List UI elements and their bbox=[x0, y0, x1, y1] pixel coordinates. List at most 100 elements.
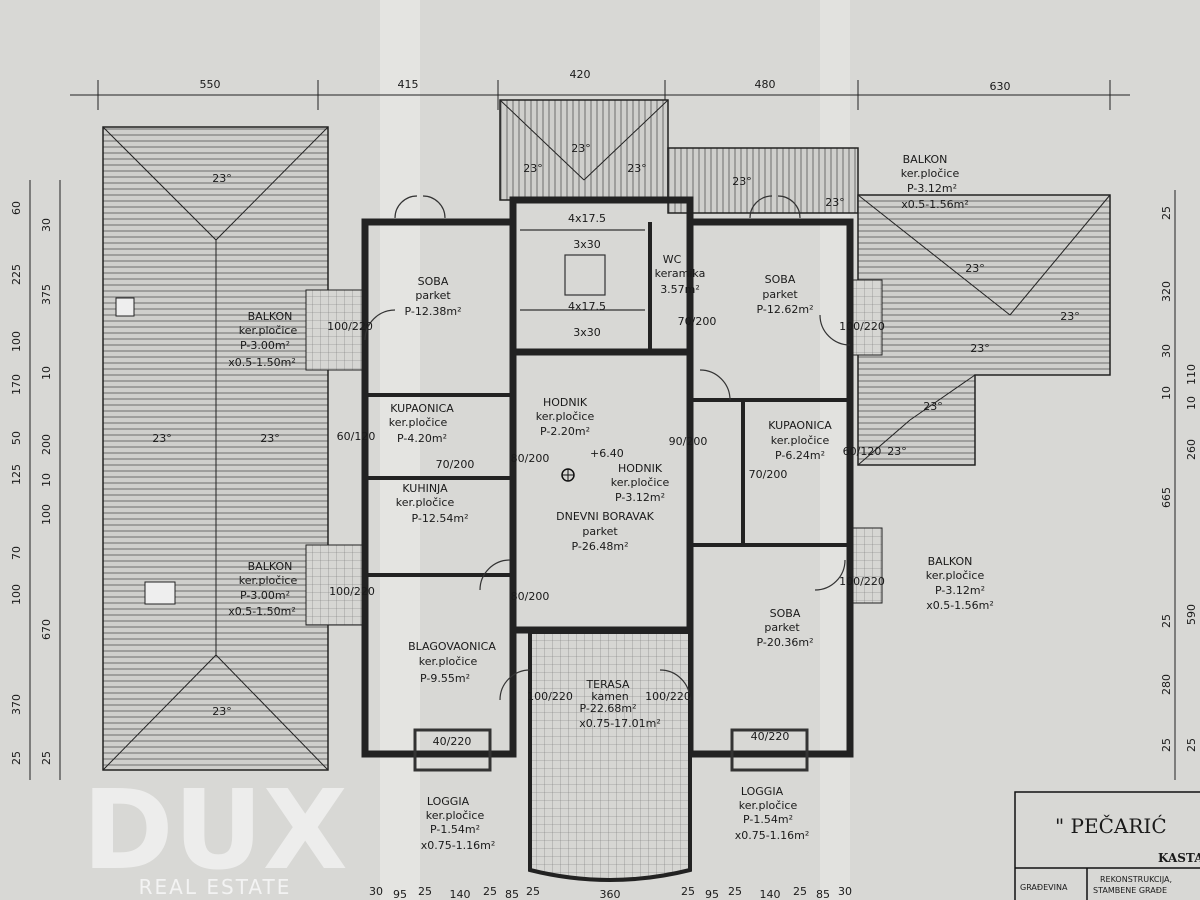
svg-text:25: 25 bbox=[1185, 738, 1198, 752]
svg-text:x0.5-1.50m²: x0.5-1.50m² bbox=[228, 356, 296, 369]
svg-text:ker.pločice: ker.pločice bbox=[926, 569, 985, 582]
svg-text:x0.75-1.16m²: x0.75-1.16m² bbox=[735, 829, 810, 842]
roof-right bbox=[857, 194, 1111, 466]
svg-text:x0.5-1.56m²: x0.5-1.56m² bbox=[926, 599, 994, 612]
svg-text:23°: 23° bbox=[523, 162, 543, 175]
svg-text:3x30: 3x30 bbox=[573, 326, 601, 339]
balkon-left-bottom-floor bbox=[305, 544, 363, 626]
svg-text:25: 25 bbox=[1160, 206, 1173, 220]
svg-text:SOBA: SOBA bbox=[765, 273, 796, 286]
stair-labels: 4x17.5 3x30 4x17.5 3x30 bbox=[568, 212, 606, 339]
title-text: " PEČARIĆ bbox=[1055, 813, 1167, 838]
room-dnevni-boravak: DNEVNI BORAVAK parket P-26.48m² bbox=[556, 510, 655, 553]
svg-text:23°: 23° bbox=[212, 705, 232, 718]
balkon-right-top-floor bbox=[851, 279, 883, 356]
svg-text:P-1.54m²: P-1.54m² bbox=[430, 823, 480, 836]
roof-top-middle bbox=[499, 99, 669, 201]
room-soba-big: SOBA parket P-20.36m² bbox=[757, 607, 814, 649]
svg-text:x0.75-1.16m²: x0.75-1.16m² bbox=[421, 839, 496, 852]
svg-text:360: 360 bbox=[600, 888, 621, 900]
dimension: 480 bbox=[755, 78, 776, 91]
svg-text:30: 30 bbox=[838, 885, 852, 898]
svg-text:200: 200 bbox=[40, 434, 53, 455]
svg-text:23°: 23° bbox=[627, 162, 647, 175]
svg-text:25: 25 bbox=[728, 885, 742, 898]
svg-text:70/200: 70/200 bbox=[678, 315, 717, 328]
top-dimension-line: 550 415 420 480 630 bbox=[70, 68, 1130, 110]
room-loggia-left: LOGGIA ker.pločice P-1.54m² x0.75-1.16m² bbox=[421, 795, 496, 852]
svg-text:LOGGIA: LOGGIA bbox=[741, 785, 784, 798]
svg-text:23°: 23° bbox=[965, 262, 985, 275]
door-swings bbox=[364, 195, 851, 701]
svg-text:KUPAONICA: KUPAONICA bbox=[768, 419, 832, 432]
svg-text:140: 140 bbox=[760, 888, 781, 900]
svg-text:25: 25 bbox=[10, 751, 23, 765]
svg-text:parket: parket bbox=[415, 289, 451, 302]
svg-text:25: 25 bbox=[483, 885, 497, 898]
svg-text:ker.pločice: ker.pločice bbox=[739, 799, 798, 812]
svg-text:ker.pločice: ker.pločice bbox=[419, 655, 478, 668]
svg-text:TERASA: TERASA bbox=[585, 678, 630, 691]
svg-text:665: 665 bbox=[1160, 487, 1173, 508]
svg-text:x0.5-1.56m²: x0.5-1.56m² bbox=[901, 198, 969, 211]
svg-text:kamen: kamen bbox=[591, 690, 628, 703]
right-dimension-line: 25 320 30 10 110 10 260 665 590 25 280 2… bbox=[1160, 190, 1198, 780]
svg-text:ker.pločice: ker.pločice bbox=[611, 476, 670, 489]
terasa-floor bbox=[528, 630, 692, 882]
desc-text: REKONSTRUKCIJA, bbox=[1100, 875, 1172, 884]
svg-text:370: 370 bbox=[10, 694, 23, 715]
svg-text:225: 225 bbox=[10, 264, 23, 285]
svg-text:25: 25 bbox=[681, 885, 695, 898]
balkon-right-bottom-floor bbox=[851, 527, 883, 604]
svg-text:P-22.68m²: P-22.68m² bbox=[580, 702, 637, 715]
svg-text:BALKON: BALKON bbox=[248, 560, 293, 573]
svg-text:23°: 23° bbox=[732, 175, 752, 188]
svg-text:BALKON: BALKON bbox=[903, 153, 948, 166]
svg-text:4x17.5: 4x17.5 bbox=[568, 300, 606, 313]
svg-text:40/220: 40/220 bbox=[433, 735, 472, 748]
svg-text:23°: 23° bbox=[970, 342, 990, 355]
svg-text:3.57m²: 3.57m² bbox=[660, 283, 700, 296]
svg-text:50: 50 bbox=[10, 431, 23, 445]
svg-text:ker.pločice: ker.pločice bbox=[239, 324, 298, 337]
room-kupaonica-right: KUPAONICA ker.pločice P-6.24m² bbox=[768, 419, 832, 462]
paper-fold bbox=[380, 0, 420, 900]
svg-text:ker.pločice: ker.pločice bbox=[771, 434, 830, 447]
svg-text:10: 10 bbox=[1160, 386, 1173, 400]
svg-text:LOGGIA: LOGGIA bbox=[427, 795, 470, 808]
svg-text:x0.5-1.50m²: x0.5-1.50m² bbox=[228, 605, 296, 618]
svg-text:keramika: keramika bbox=[655, 267, 706, 280]
svg-text:KUHINJA: KUHINJA bbox=[402, 482, 448, 495]
svg-text:30: 30 bbox=[40, 218, 53, 232]
svg-text:100/220: 100/220 bbox=[327, 320, 373, 333]
svg-text:280: 280 bbox=[1160, 674, 1173, 695]
svg-text:100/220: 100/220 bbox=[329, 585, 375, 598]
svg-text:P-12.54m²: P-12.54m² bbox=[412, 512, 469, 525]
room-wc: WC keramika 3.57m² bbox=[655, 253, 706, 296]
svg-text:85: 85 bbox=[505, 888, 519, 900]
svg-text:4x17.5: 4x17.5 bbox=[568, 212, 606, 225]
svg-text:P-3.00m²: P-3.00m² bbox=[240, 589, 290, 602]
svg-text:P-3.12m²: P-3.12m² bbox=[907, 182, 957, 195]
roof-slope-markers: 23° 23° 23° 23° 23° 23° 23° 23° 23° 23° … bbox=[152, 142, 1080, 718]
svg-text:23°: 23° bbox=[152, 432, 172, 445]
svg-text:ker.pločice: ker.pločice bbox=[239, 574, 298, 587]
svg-text:x0.75-17.01m²: x0.75-17.01m² bbox=[579, 717, 661, 730]
svg-text:80/200: 80/200 bbox=[511, 590, 550, 603]
svg-text:23°: 23° bbox=[212, 172, 232, 185]
room-soba-left: SOBA parket P-12.38m² bbox=[405, 275, 462, 318]
svg-text:HODNIK: HODNIK bbox=[543, 396, 588, 409]
svg-text:P-1.54m²: P-1.54m² bbox=[743, 813, 793, 826]
room-balkon-left-top: BALKON ker.pločice P-3.00m² x0.5-1.50m² bbox=[228, 310, 297, 369]
svg-text:P-20.36m²: P-20.36m² bbox=[757, 636, 814, 649]
svg-text:90/200: 90/200 bbox=[669, 435, 708, 448]
room-soba-right: SOBA parket P-12.62m² bbox=[757, 273, 814, 316]
svg-text:170: 170 bbox=[10, 374, 23, 395]
svg-text:670: 670 bbox=[40, 619, 53, 640]
svg-text:590: 590 bbox=[1185, 604, 1198, 625]
svg-text:REAL ESTATE: REAL ESTATE bbox=[139, 875, 292, 899]
roof-left bbox=[102, 126, 329, 771]
svg-text:25: 25 bbox=[418, 885, 432, 898]
svg-text:HODNIK: HODNIK bbox=[618, 462, 663, 475]
svg-text:60: 60 bbox=[10, 201, 23, 215]
